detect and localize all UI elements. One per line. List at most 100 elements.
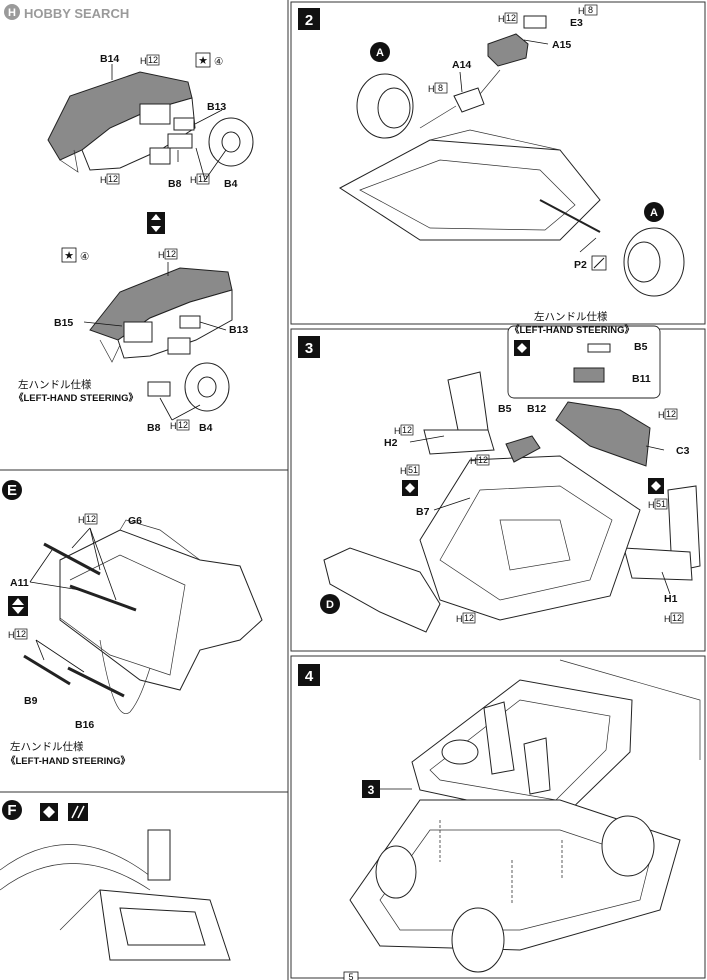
label-g6: G6 <box>128 515 142 527</box>
interior-subassembly <box>411 679 633 821</box>
label-a14: A14 <box>452 59 471 71</box>
svg-text:★: ★ <box>198 55 208 67</box>
svg-text:3: 3 <box>368 783 375 797</box>
wiper-a11 <box>43 542 137 612</box>
label-b13-lhd: B13 <box>229 324 248 336</box>
lhd-label-en: 《LEFT-HAND STEERING》 <box>14 392 138 404</box>
svg-text:12: 12 <box>166 249 176 259</box>
svg-text:H: H <box>100 175 107 185</box>
step-f-badge <box>2 800 22 820</box>
step-e-windshield-assembly: E G6 H 12 A11 <box>2 480 263 767</box>
label-b11: B11 <box>632 373 651 385</box>
svg-text:H: H <box>456 614 463 624</box>
paint-code-h12-e1: H 12 <box>78 513 98 525</box>
diamond-marker-icon <box>40 803 58 821</box>
watermark-text: HOBBY SEARCH <box>24 6 129 21</box>
svg-text:4: 4 <box>305 668 314 685</box>
svg-text:H: H <box>498 14 505 24</box>
svg-text:12: 12 <box>506 13 516 23</box>
paint-code-h8: H 8 <box>578 4 598 16</box>
swap-arrows-icon <box>147 212 165 234</box>
circled-4: ④ <box>214 56 223 68</box>
label-b14: B14 <box>100 53 119 65</box>
paint-code-h8-b: H 8 <box>428 82 448 94</box>
label-b8-lhd: B8 <box>147 422 161 434</box>
label-b4-lhd: B4 <box>199 422 213 434</box>
windshield-frame-g6 <box>59 519 263 691</box>
step-2-exhaust-assembly: 2 A A A15 E3 A14 <box>298 4 685 297</box>
shading-marker-icon <box>68 803 88 821</box>
svg-text:H: H <box>158 250 165 260</box>
label-b13: B13 <box>207 101 226 113</box>
star-marker-icon: ★ <box>195 52 211 68</box>
label-b4: B4 <box>224 178 238 190</box>
rear-wheel-a <box>356 73 414 139</box>
svg-text:12: 12 <box>402 425 412 435</box>
wiper-b9 <box>23 654 71 686</box>
console-b12 <box>505 435 541 463</box>
column-b8 <box>167 133 193 149</box>
svg-text:H: H <box>470 456 477 466</box>
seat-h2 <box>423 371 495 455</box>
svg-text:H: H <box>8 7 16 19</box>
paint-code-h12-b: H 12 <box>100 173 120 185</box>
svg-text:12: 12 <box>148 55 158 65</box>
label-h2: H2 <box>384 437 398 449</box>
label-b9: B9 <box>24 695 38 707</box>
dashboard-b15-drawing <box>89 267 233 363</box>
paint-code-h12-e: H 12 <box>170 419 190 431</box>
muffler-a15 <box>487 15 547 67</box>
step-4-badge <box>298 664 320 686</box>
svg-text:12: 12 <box>478 455 488 465</box>
interior-tub <box>419 455 641 621</box>
label-b16: B16 <box>75 719 94 731</box>
label-b8: B8 <box>168 178 182 190</box>
label-h1: H1 <box>664 593 678 605</box>
step-f-console-detail: F <box>0 800 231 961</box>
label-b5: B5 <box>498 403 512 415</box>
step-2-badge <box>298 8 320 30</box>
step-1-dashboard-assembly: B14 H 12 ★ ④ B13 B8 B4 H 12 H 12 <box>14 52 254 434</box>
paint-code-h12-3a: H 12 <box>394 424 414 436</box>
step-e-badge <box>2 480 22 500</box>
label-a15: A15 <box>552 39 571 51</box>
lhd-label-jp-e: 左ハンドル仕様 <box>10 740 84 753</box>
svg-text:H: H <box>400 466 407 476</box>
svg-text:H: H <box>8 630 15 640</box>
svg-text:12: 12 <box>464 613 474 623</box>
chassis-drawing-2 <box>339 129 601 241</box>
paint-code-h12-3b: H 12 <box>658 408 678 420</box>
paint-code-h12-e2: H 12 <box>8 628 28 640</box>
svg-text:12: 12 <box>86 514 96 524</box>
svg-text:12: 12 <box>108 174 118 184</box>
swap-arrows-icon-e <box>8 596 28 616</box>
paint-code-h51: H 51 <box>400 464 420 476</box>
label-e3: E3 <box>570 17 583 29</box>
part-b5-lhd <box>587 343 611 353</box>
callout-a <box>370 42 390 62</box>
label-b15: B15 <box>54 317 73 329</box>
svg-text:H: H <box>140 56 147 66</box>
step-4-body-assembly: 4 3 <box>298 659 701 973</box>
label-b7: B7 <box>416 506 430 518</box>
lhd-label-jp: 左ハンドル仕様 <box>18 378 92 391</box>
column-b8-lhd <box>147 381 171 397</box>
step-3-reference-badge: 3 <box>362 780 412 798</box>
parcel-shelf-c3 <box>555 401 651 467</box>
dashboard-b14-drawing <box>47 71 196 173</box>
step-3-interior-assembly: 3 左ハンドル仕様 《LEFT-HAND STEERING》 B5 B11 <box>298 310 701 633</box>
lhd-label-en-e: 《LEFT-HAND STEERING》 <box>6 755 130 767</box>
paint-code-h12-3c: H 12 <box>664 612 684 624</box>
circled-4-b: ④ <box>80 251 89 263</box>
label-b12: B12 <box>527 403 546 415</box>
svg-text:H: H <box>648 500 655 510</box>
svg-text:51: 51 <box>656 499 666 509</box>
svg-text:H: H <box>78 515 85 525</box>
paint-code-h12-3e: H 12 <box>470 454 490 466</box>
svg-text:12: 12 <box>16 629 26 639</box>
paint-code-h12-c: H 12 <box>190 173 210 185</box>
svg-text:H: H <box>428 84 435 94</box>
svg-text:★: ★ <box>64 250 74 262</box>
svg-text:12: 12 <box>666 409 676 419</box>
